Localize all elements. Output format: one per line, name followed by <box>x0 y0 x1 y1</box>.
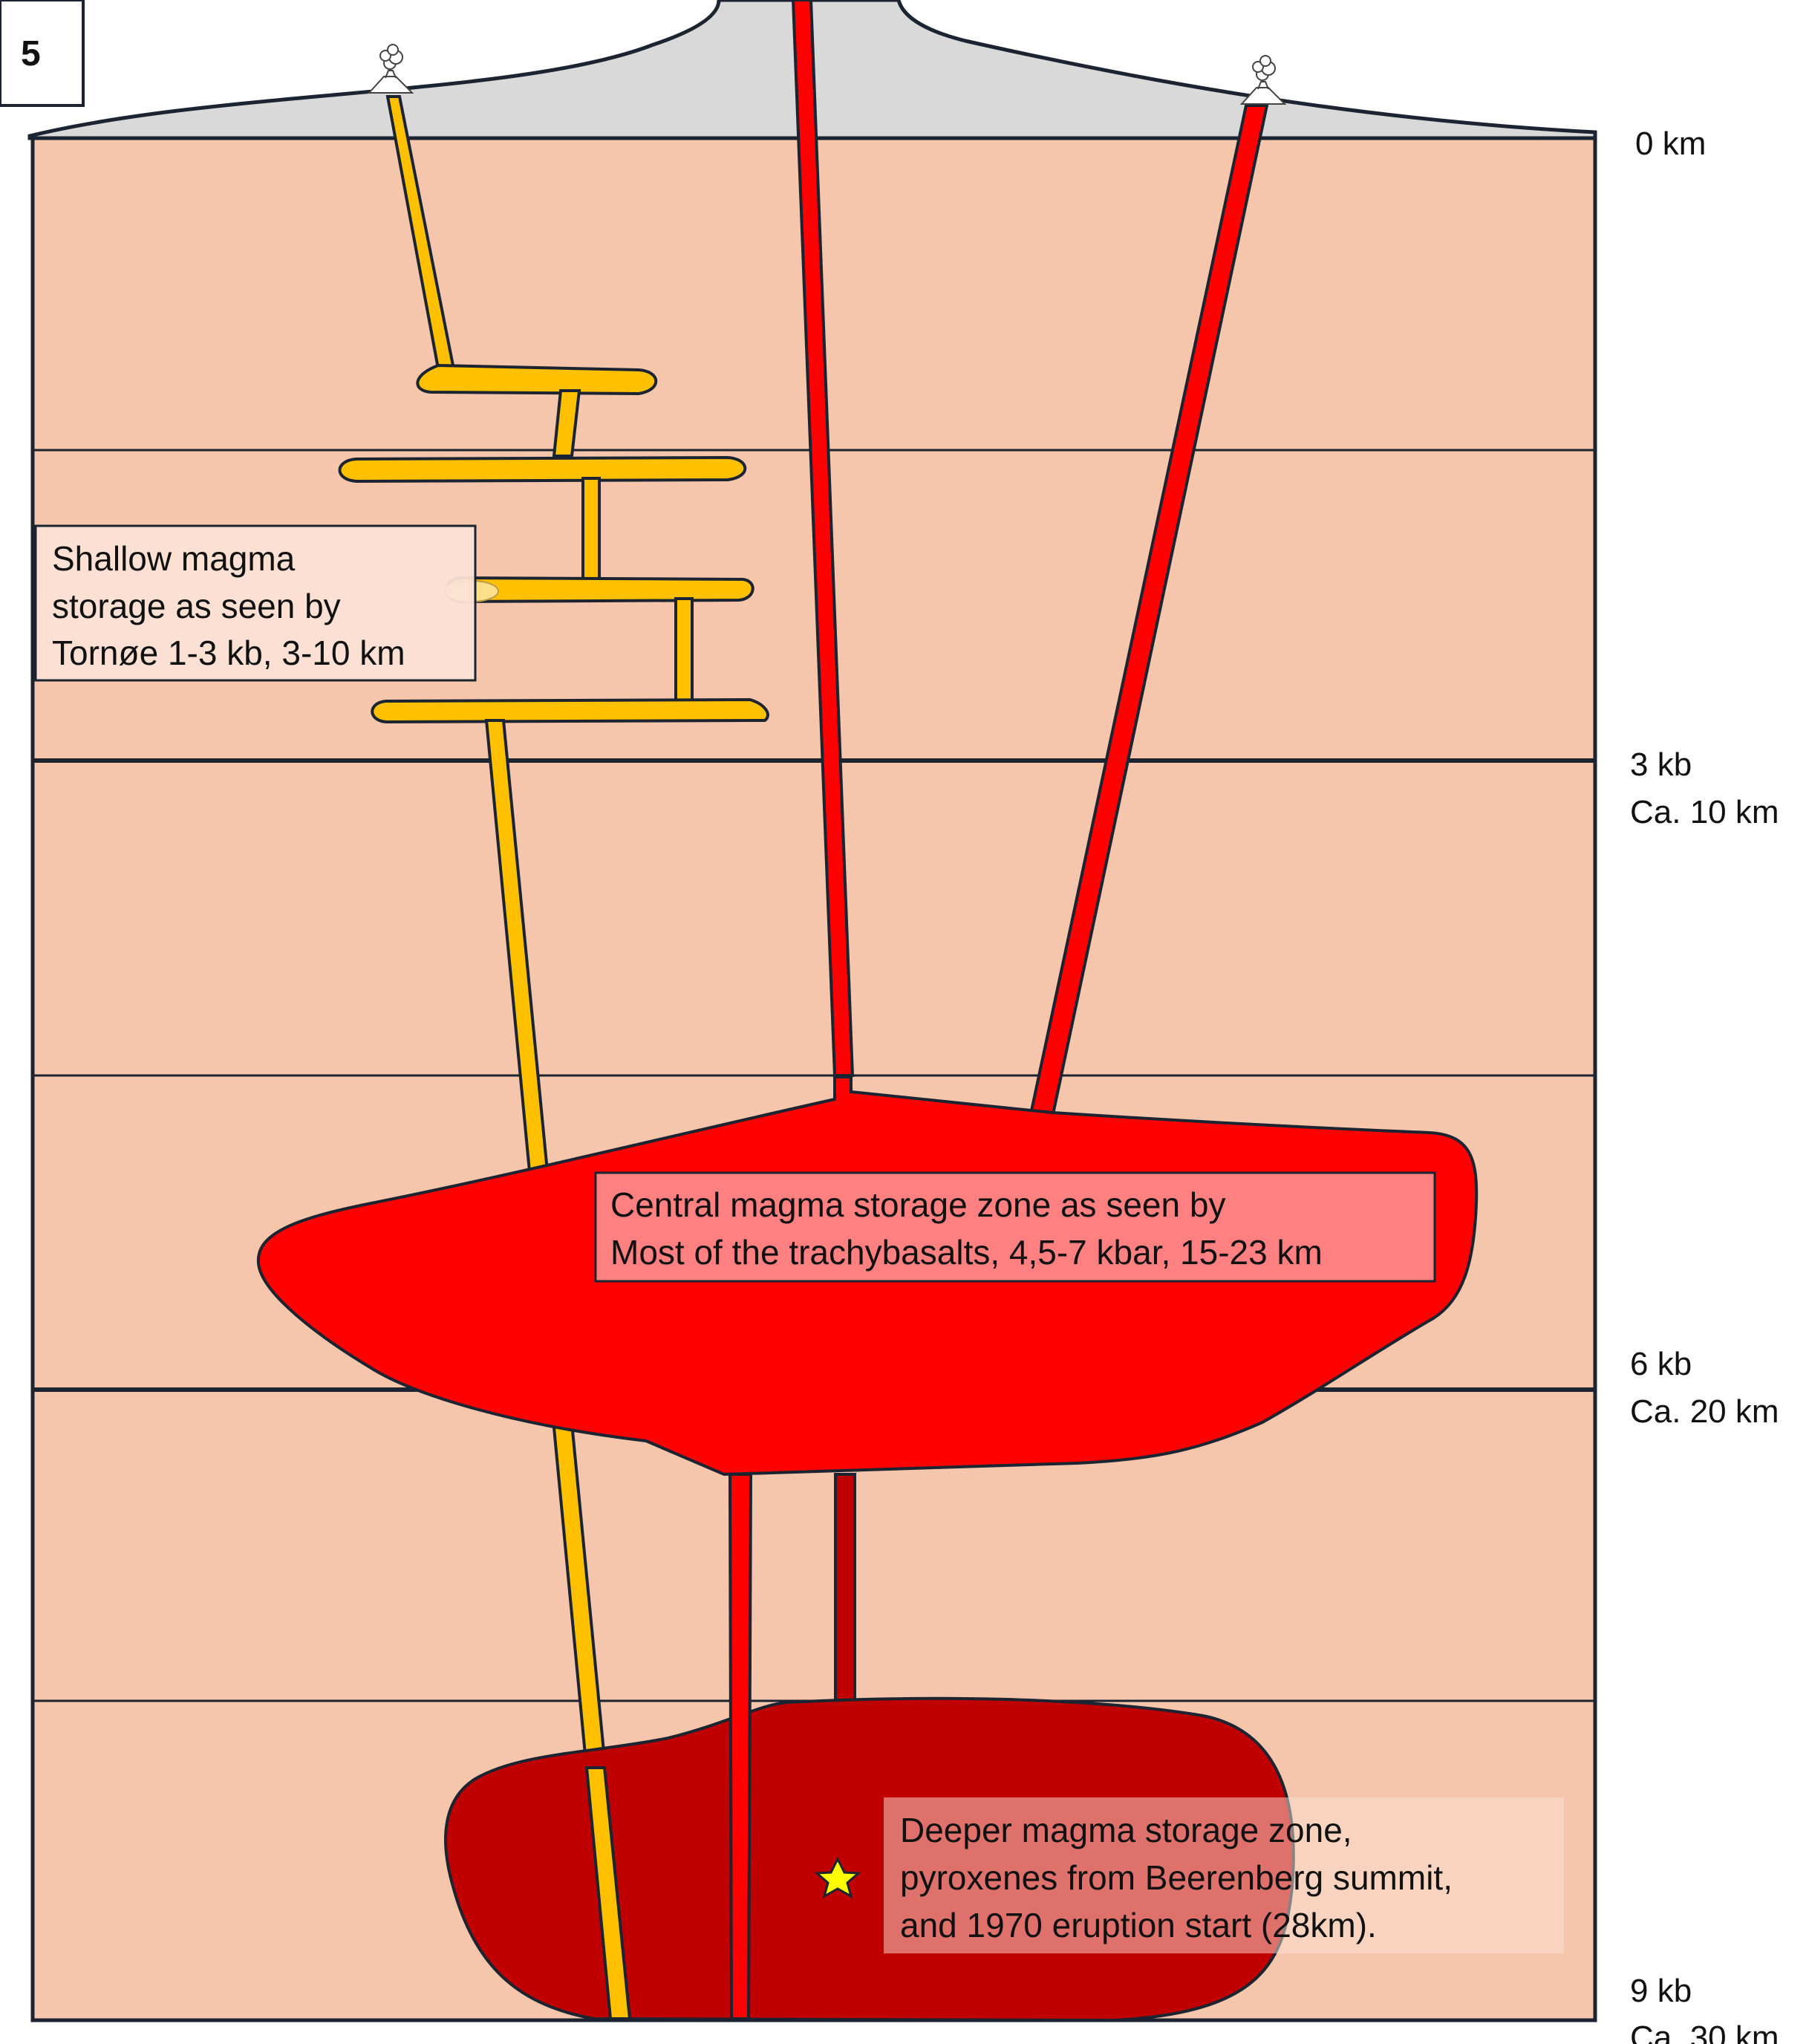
depth-label-surface: 0 km <box>1635 126 1706 162</box>
depth-scale: 0 km 3 kb Ca. 10 km 6 kb Ca. 20 km 9 kb … <box>1630 126 1779 2044</box>
depth-label-3kb-pressure: 3 kb <box>1630 746 1692 783</box>
volcano-icon <box>1242 56 1285 104</box>
depth-label-3kb-depth: Ca. 10 km <box>1630 794 1779 830</box>
shallow-label-line-1: Shallow magma <box>52 539 296 578</box>
volcano-icon <box>369 45 412 93</box>
central-label-line-2: Most of the trachybasalts, 4,5-7 kbar, 1… <box>610 1233 1323 1272</box>
shallow-sill-1 <box>417 365 656 394</box>
deeper-label-line-2: pyroxenes from Beerenberg summit, <box>900 1858 1453 1897</box>
depth-label-9kb-depth: Ca. 30 km <box>1630 2019 1779 2044</box>
shallow-sill-2 <box>340 458 746 481</box>
shallow-link-2 <box>583 478 599 579</box>
panel-label: 5 <box>0 0 83 105</box>
deeper-label-line-3: and 1970 eruption start (28km). <box>900 1906 1377 1944</box>
depth-label-6kb-depth: Ca. 20 km <box>1630 1393 1779 1430</box>
depth-label-9kb-pressure: 9 kb <box>1630 1973 1692 2009</box>
deeper-zone-label: Deeper magma storage zone, pyroxenes fro… <box>884 1797 1564 1953</box>
shallow-label-line-2: storage as seen by <box>52 587 341 625</box>
shallow-zone-label: Shallow magma storage as seen by Tornøe … <box>36 526 475 680</box>
central-zone-label: Central magma storage zone as seen by Mo… <box>596 1173 1435 1281</box>
depth-label-6kb-pressure: 6 kb <box>1630 1346 1692 1382</box>
central-label-line-1: Central magma storage zone as seen by <box>610 1185 1225 1224</box>
deep-link-right <box>835 1474 855 1703</box>
panel-number: 5 <box>21 34 41 74</box>
shallow-label-line-3: Tornøe 1-3 kb, 3-10 km <box>52 634 405 672</box>
shallow-link-3 <box>676 599 692 701</box>
deep-feeder-conduit <box>730 1474 751 2019</box>
deeper-label-line-1: Deeper magma storage zone, <box>900 1811 1352 1849</box>
shallow-sill-4 <box>372 700 768 722</box>
